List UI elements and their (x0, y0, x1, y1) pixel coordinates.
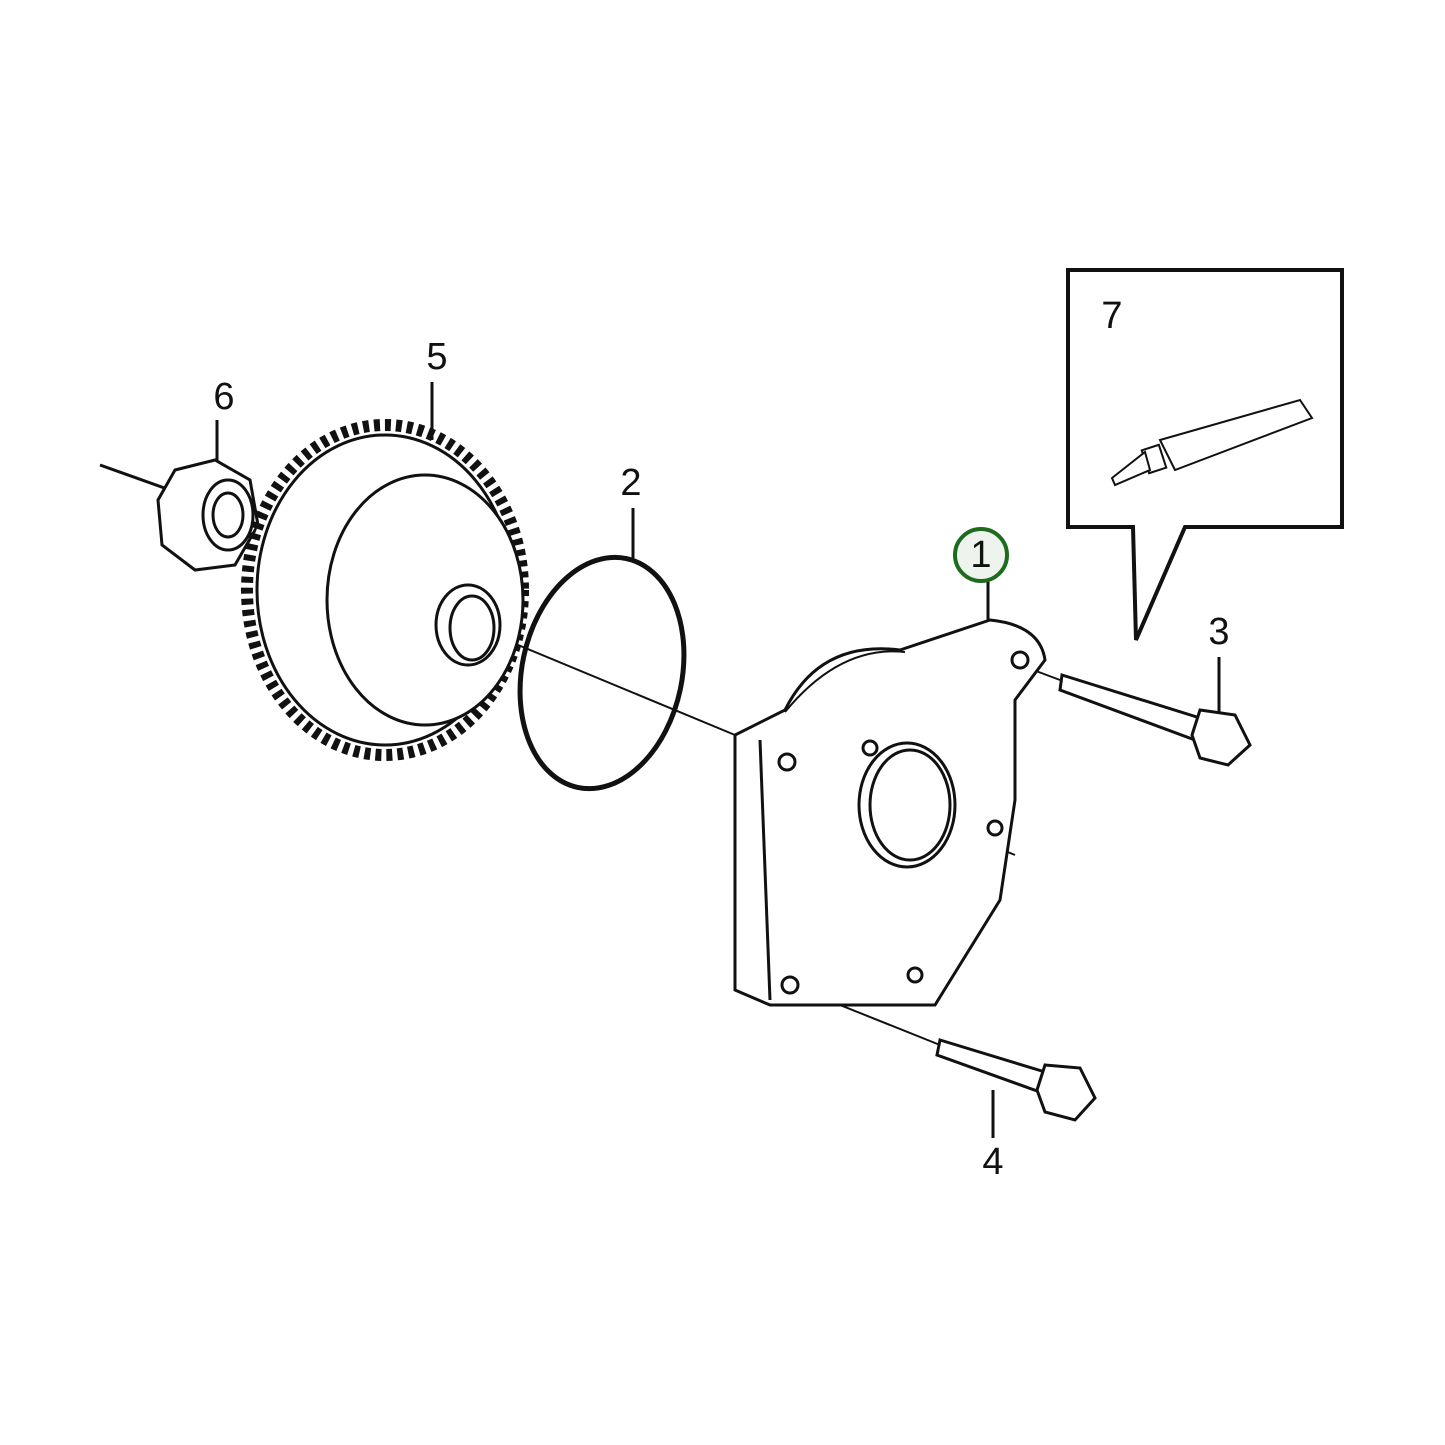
assembly-axis-line (99, 463, 171, 492)
bolt-upper-part[interactable] (1058, 673, 1252, 767)
o-ring-part[interactable] (499, 542, 704, 804)
part-label-3[interactable]: 3 (1208, 611, 1230, 653)
nut-part[interactable] (156, 458, 260, 572)
gear-part[interactable] (241, 419, 529, 761)
part-label-4[interactable]: 4 (982, 1141, 1004, 1183)
housing-plate-part[interactable] (733, 618, 1047, 1007)
part-label-1: 1 (970, 533, 992, 576)
sealant-tube-icon (1110, 398, 1314, 487)
part-label-2[interactable]: 2 (620, 462, 642, 504)
bolt-lower-part[interactable] (935, 1038, 1097, 1122)
part-label-5[interactable]: 5 (426, 336, 448, 378)
part-label-7[interactable]: 7 (1101, 295, 1123, 337)
part-label-1-highlighted[interactable]: 1 (953, 527, 1009, 583)
part-label-6[interactable]: 6 (213, 376, 235, 418)
